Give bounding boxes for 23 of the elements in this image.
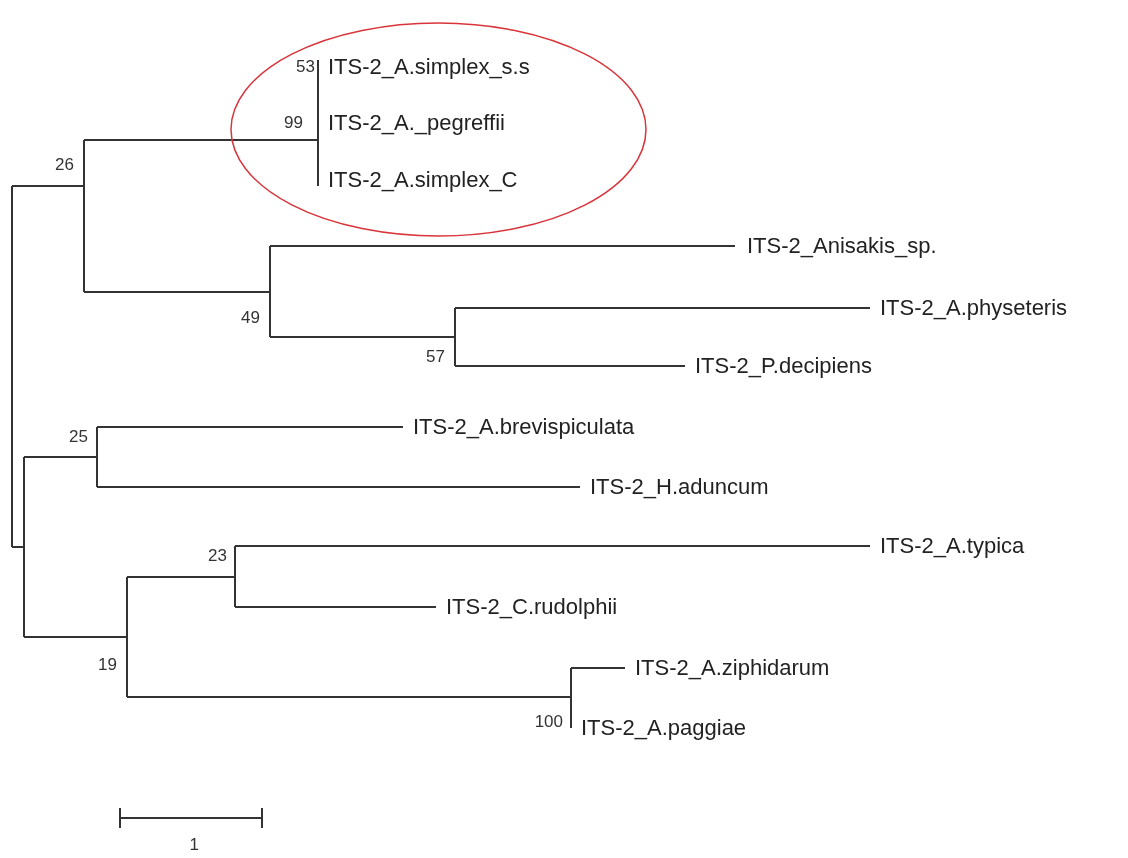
taxon-label: ITS-2_A._pegreffii (328, 110, 505, 136)
bootstrap-value: 26 (55, 155, 74, 175)
bootstrap-value: 53 (296, 57, 315, 77)
bootstrap-value: 57 (426, 347, 445, 367)
bootstrap-value: 99 (284, 113, 303, 133)
taxon-label: ITS-2_A.ziphidarum (635, 655, 830, 681)
bootstrap-value: 49 (241, 308, 260, 328)
bootstrap-value: 19 (98, 655, 117, 675)
highlight-ellipse (230, 22, 647, 237)
taxon-label: ITS-2_Anisakis_sp. (747, 233, 937, 259)
taxon-label: ITS-2_P.decipiens (695, 353, 872, 379)
taxon-label: ITS-2_A.brevispiculata (413, 414, 635, 440)
taxon-label: ITS-2_H.aduncum (590, 474, 769, 500)
taxon-label: ITS-2_A.simplex_C (328, 167, 518, 193)
taxon-label: ITS-2_C.rudolphii (446, 594, 618, 620)
taxon-label: ITS-2_A.physeteris (880, 295, 1068, 321)
bootstrap-value: 100 (534, 712, 563, 732)
taxon-label: ITS-2_A.simplex_s.s (328, 54, 530, 80)
bootstrap-value: 25 (69, 427, 88, 447)
taxon-label: ITS-2_A.paggiae (581, 715, 747, 741)
scale-value: 1 (189, 835, 199, 855)
bootstrap-value: 23 (208, 546, 227, 566)
taxon-label: ITS-2_A.typica (880, 533, 1025, 559)
